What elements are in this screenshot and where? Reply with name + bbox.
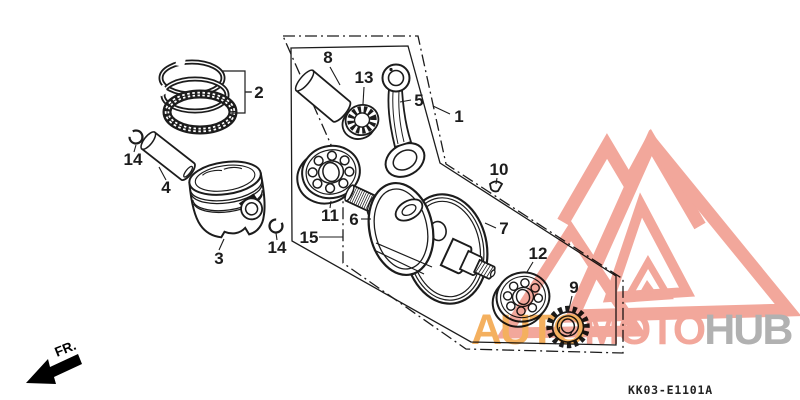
needle-bearing	[341, 103, 380, 140]
crank-pin	[294, 69, 352, 123]
part-label-12: 12	[529, 244, 548, 263]
crank-pin-boss	[394, 198, 424, 222]
part-label-14: 14	[268, 238, 287, 257]
woodruff-key	[489, 180, 504, 193]
leader-line-13	[362, 86, 365, 105]
piston	[188, 160, 266, 239]
pin-clip-right	[268, 218, 284, 234]
part-label-6: 6	[349, 210, 358, 229]
ball-bearing-right	[491, 271, 551, 328]
leader-line-14	[133, 144, 137, 153]
pin-clip-left	[128, 129, 144, 145]
part-label-2: 2	[254, 83, 263, 102]
leader-line-12	[526, 261, 534, 273]
part-label-9: 9	[569, 278, 578, 297]
leader-line-1	[432, 105, 451, 115]
leader-line-5	[399, 99, 412, 103]
part-label-1: 1	[454, 107, 463, 126]
part-label-14: 14	[124, 150, 143, 169]
ball-bearing-left	[296, 144, 361, 205]
leader-line-7	[484, 222, 497, 229]
crankshaft	[344, 181, 496, 305]
part-label-15: 15	[300, 228, 319, 247]
pin-boss	[240, 197, 263, 221]
outer-chain-boundary	[282, 35, 624, 354]
piston-rings	[156, 57, 251, 135]
part-label-3: 3	[214, 249, 223, 268]
leader-line-14	[275, 232, 278, 241]
leader-line-10	[495, 177, 498, 185]
leader-line-9	[568, 295, 573, 310]
fr-arrow-icon	[26, 354, 82, 384]
leader-line-11	[329, 200, 332, 209]
connecting-rod	[381, 63, 426, 178]
rod-small-end	[381, 63, 411, 93]
piston-pin	[140, 131, 196, 181]
part-label-13: 13	[355, 68, 374, 87]
part-label-5: 5	[414, 91, 423, 110]
crank-shaft-right	[439, 237, 496, 280]
front-direction-marker: FR.	[26, 338, 82, 384]
part-label-8: 8	[323, 48, 332, 67]
leader-line-4	[158, 166, 167, 181]
part-label-7: 7	[499, 219, 508, 238]
leader-line-8	[329, 66, 341, 86]
bearing-balls	[307, 150, 355, 194]
part-label-11: 11	[321, 206, 339, 225]
timing-sprocket	[546, 305, 590, 349]
part-label-4: 4	[161, 178, 171, 197]
diagram-code: KK03-E1101A	[628, 383, 713, 397]
part-label-10: 10	[490, 160, 509, 179]
leader-line-3	[218, 238, 225, 251]
